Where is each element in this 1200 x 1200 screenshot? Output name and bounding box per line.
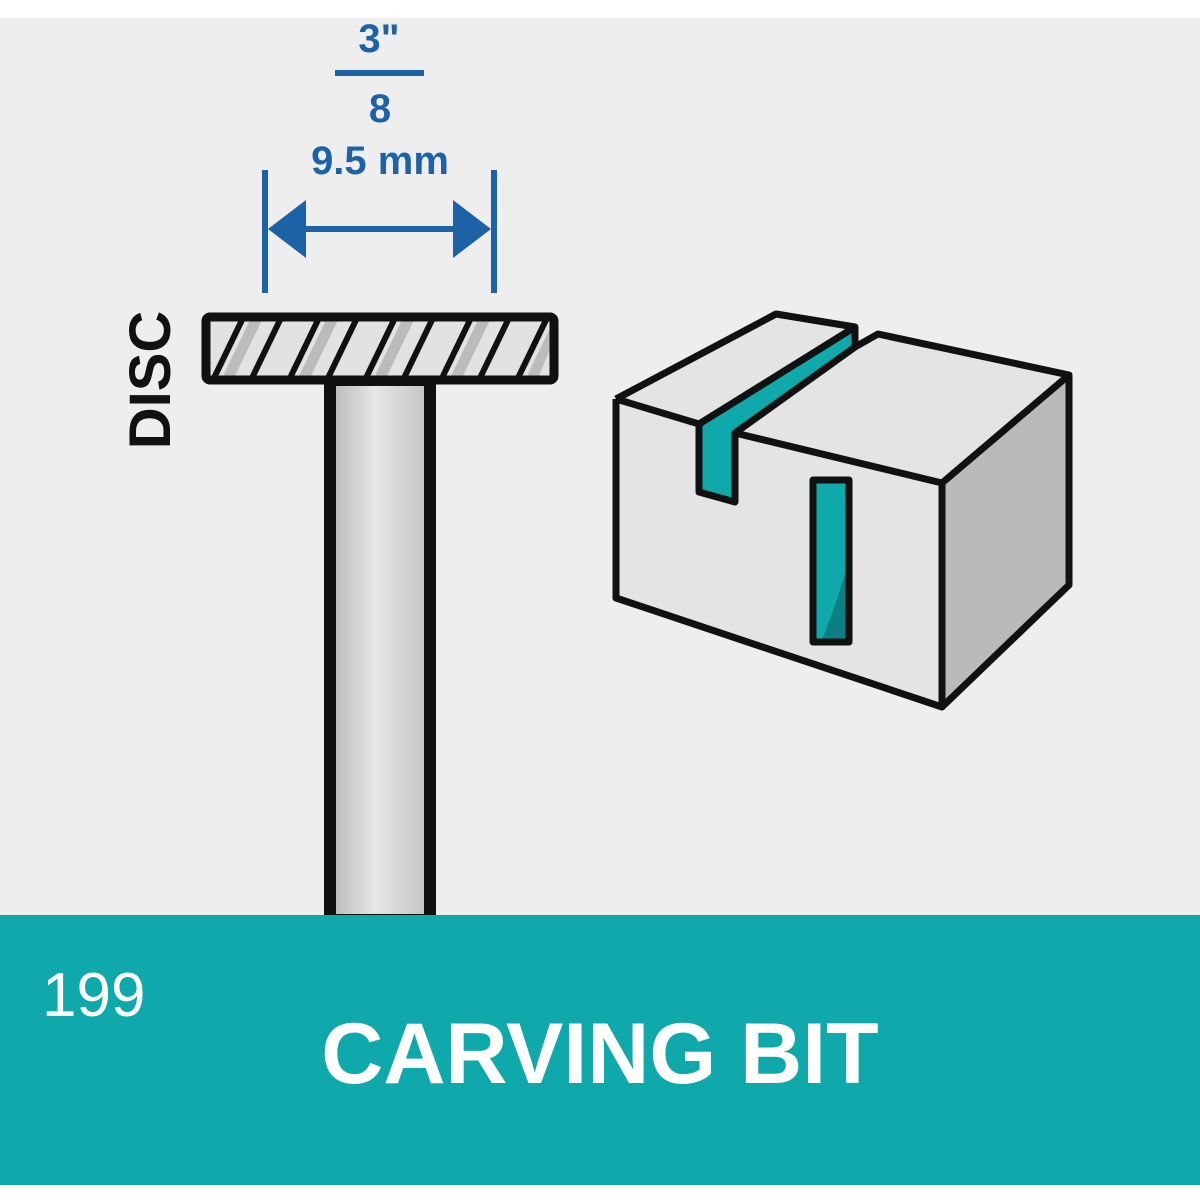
- double-headed-arrow-icon: [262, 170, 497, 293]
- dimension-metric: 9.5 mm: [311, 139, 449, 183]
- product-number: 199: [42, 961, 145, 1030]
- product-name: CARVING BIT: [321, 1006, 878, 1102]
- arrowhead-right: [453, 200, 491, 258]
- carved-block-icon: [612, 310, 1073, 711]
- dimension-fraction-denominator: 8: [369, 87, 391, 131]
- block-top-left: [616, 314, 855, 424]
- arrowhead-left: [268, 200, 306, 258]
- disc-head-outline: [201, 312, 559, 385]
- bit-shaft: [324, 374, 436, 926]
- product-banner: [0, 915, 1200, 1185]
- head-type-label: DISC: [118, 311, 183, 450]
- disc-head: [201, 312, 559, 385]
- dimension-fraction-numerator: 3": [358, 17, 399, 61]
